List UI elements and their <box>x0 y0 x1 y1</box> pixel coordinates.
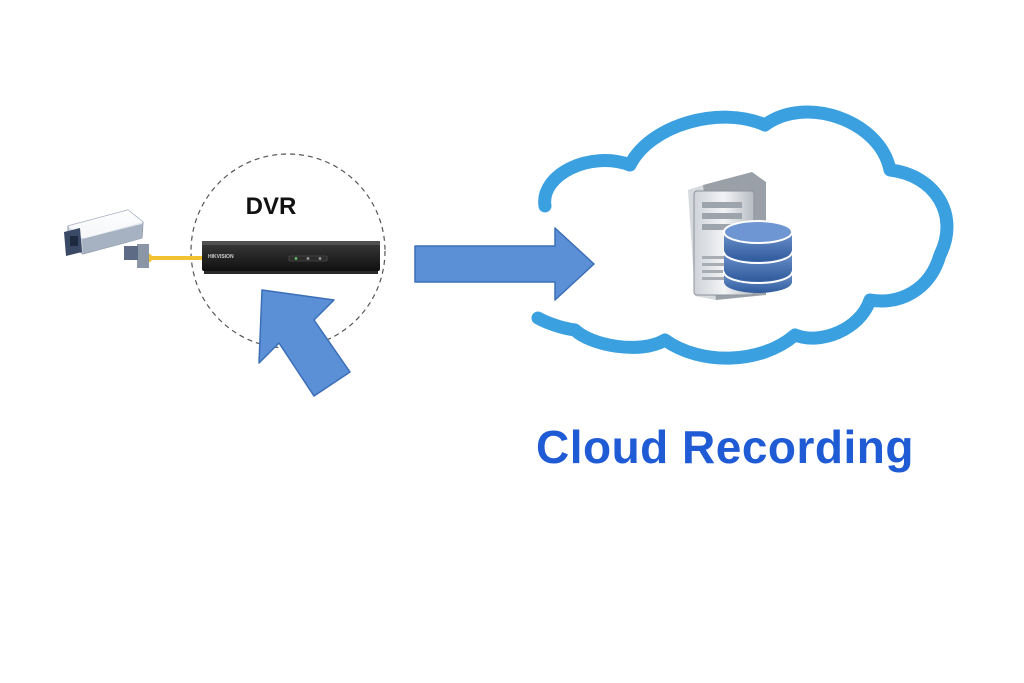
arrow-to-cloud <box>414 227 595 301</box>
cloud-icon <box>531 105 954 365</box>
arrow-to-dvr <box>258 289 351 397</box>
dvr-focus-circle <box>190 153 386 349</box>
dvr-brand-text: HIKVISION <box>208 254 234 260</box>
database-icon <box>723 220 793 293</box>
cloud-recording-title: Cloud Recording <box>535 421 915 473</box>
cctv-camera-icon <box>64 209 149 268</box>
dvr-label: DVR <box>245 193 297 220</box>
dvr-recorder-icon: HIKVISION <box>202 241 380 274</box>
